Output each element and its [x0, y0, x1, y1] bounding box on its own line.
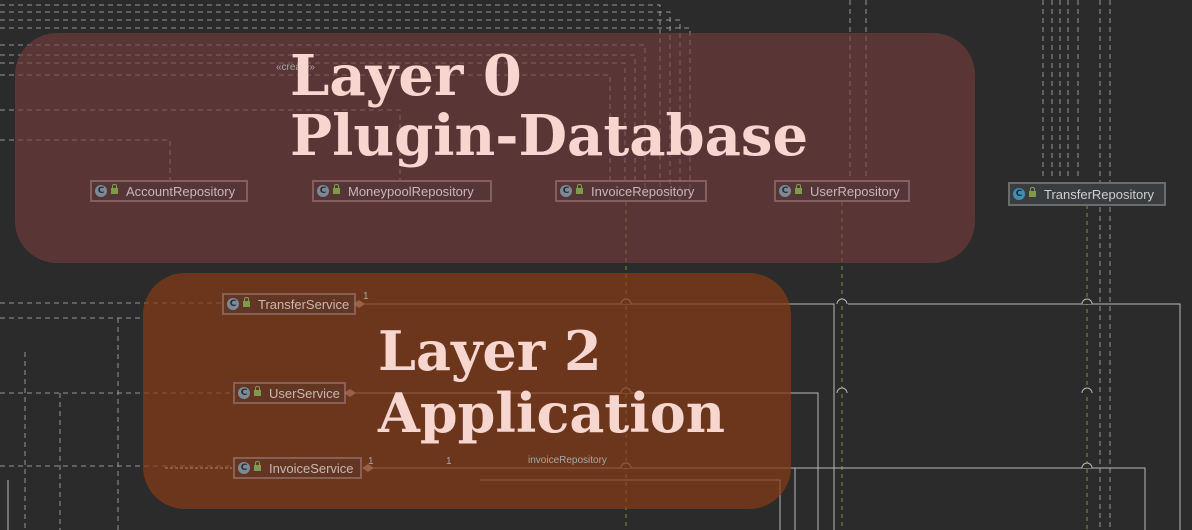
class-node-invoice-service[interactable]: C InvoiceService — [233, 457, 362, 479]
invoice-service-multiplicity-far: 1 — [446, 456, 452, 467]
class-node-account-repository[interactable]: C AccountRepository — [90, 180, 248, 202]
class-node-transfer-service[interactable]: C TransferService — [222, 293, 356, 315]
class-icon: C — [560, 185, 572, 197]
class-name: TransferRepository — [1044, 186, 1155, 202]
class-node-moneypool-repository[interactable]: C MoneypoolRepository — [312, 180, 492, 202]
invoice-service-multiplicity-near: 1 — [368, 456, 374, 467]
lock-icon — [795, 184, 802, 194]
lock-icon — [1029, 187, 1036, 197]
lock-icon — [254, 386, 261, 396]
lock-icon — [576, 184, 583, 194]
layer-2-subtitle: Application — [378, 381, 726, 445]
class-node-user-service[interactable]: C UserService — [233, 382, 346, 404]
class-name: TransferService — [258, 296, 350, 312]
class-icon: C — [238, 387, 250, 399]
class-icon: C — [779, 185, 791, 197]
layer-2-region — [143, 273, 791, 509]
class-name: InvoiceRepository — [591, 183, 695, 199]
create-stereotype-label: «create» — [276, 62, 315, 73]
class-node-invoice-repository[interactable]: C InvoiceRepository — [555, 180, 707, 202]
invoice-repository-association-label: invoiceRepository — [528, 455, 607, 466]
class-icon: C — [1013, 188, 1025, 200]
class-node-user-repository[interactable]: C UserRepository — [774, 180, 910, 202]
layer-0-title: Layer 0 — [290, 43, 522, 109]
class-icon: C — [317, 185, 329, 197]
lock-icon — [243, 297, 250, 307]
lock-icon — [111, 184, 118, 194]
transfer-service-multiplicity: 1 — [363, 291, 369, 302]
class-name: UserRepository — [810, 183, 900, 199]
class-icon: C — [95, 185, 107, 197]
class-icon: C — [238, 462, 250, 474]
layer-2-title: Layer 2 — [378, 319, 602, 383]
class-name: InvoiceService — [269, 460, 354, 476]
class-name: UserService — [269, 385, 340, 401]
class-name: AccountRepository — [126, 183, 236, 199]
layer-0-subtitle: Plugin-Database — [290, 103, 809, 169]
layer-0-region — [15, 33, 975, 263]
class-name: MoneypoolRepository — [348, 183, 474, 199]
lock-icon — [254, 461, 261, 471]
lock-icon — [333, 184, 340, 194]
class-icon: C — [227, 298, 239, 310]
class-node-transfer-repository[interactable]: C TransferRepository — [1008, 182, 1166, 206]
